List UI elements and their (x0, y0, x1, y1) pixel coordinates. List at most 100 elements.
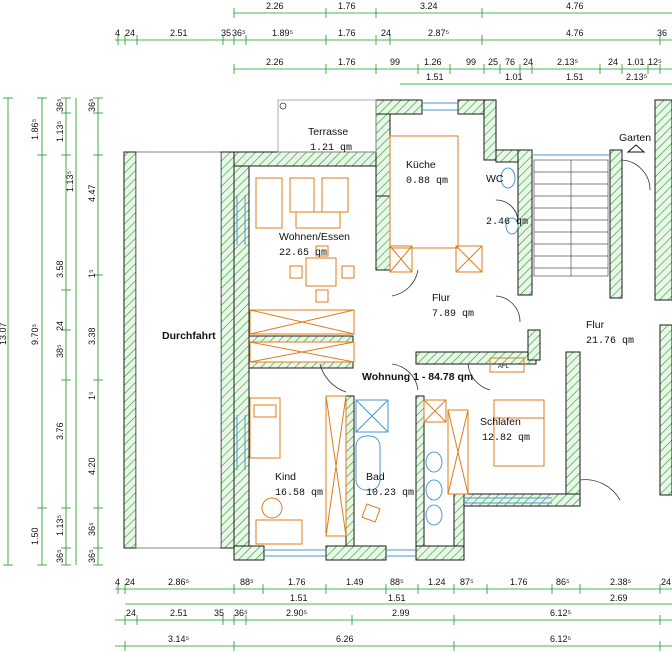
chair-right (341, 265, 355, 279)
dim-top-r2-10: 4.76 (566, 28, 584, 38)
wall-stair-right (609, 149, 623, 299)
room-name-kind: Kind (275, 471, 296, 483)
dim-bot-r1-6: 1.49 (346, 577, 364, 587)
room-area-terrasse: 1.21 qm (310, 143, 352, 154)
dim-left-c3-7: 1.13⁵ (55, 514, 65, 536)
dim-bot-r4-3: 6.12⁵ (550, 634, 572, 644)
dim-left-c4-4: 3.38 (87, 327, 97, 345)
cabinets (249, 245, 525, 537)
wall-bad-right-corner (453, 493, 465, 555)
dimension-labels-top: 2.26 1.76 3.24 4.76 4 24 2.51 35 36⁵ 1.8… (115, 1, 667, 82)
dim-bot-r1-13: 24 (661, 577, 671, 587)
wall-bottom-right (415, 545, 465, 561)
furniture (249, 135, 545, 545)
room-name-bad: Bad (366, 471, 385, 483)
cabinet-label: AFL (498, 364, 510, 370)
dim-left-c2-1: 1.86⁵ (30, 118, 40, 140)
desk-kind (255, 519, 303, 545)
dim-bot-r1-11: 86⁵ (556, 577, 570, 587)
dim-bot-r1-12: 2.38⁵ (610, 577, 632, 587)
shower (355, 399, 389, 433)
dim-top-r4-2: 1.01 (505, 72, 523, 82)
room-area-schlafen: 12.82 qm (482, 433, 530, 444)
wall-bottom-left (233, 545, 265, 561)
room-labels: Terrasse 1.21 qm Küche 0.88 qm WC 2.46 q… (162, 126, 651, 499)
dim-bot-r2-1: 1.51 (290, 593, 308, 603)
dim-bot-r3-6: 2.99 (392, 608, 410, 618)
dim-bot-r3-4: 36⁵ (234, 608, 248, 618)
dim-left-c5-2: 36⁵ (87, 549, 97, 563)
walls (123, 99, 672, 561)
doors (319, 159, 651, 501)
room-area-kind: 16.58 qm (275, 488, 323, 499)
room-area-bad: 10.23 qm (366, 488, 414, 499)
staircase (533, 159, 609, 277)
dim-top-r3-9: 2.13⁵ (557, 57, 579, 67)
dim-bot-r4-2: 6.26 (336, 634, 354, 644)
room-name-schlafen: Schlafen (480, 416, 521, 428)
dim-bot-r1-2: 24 (125, 577, 135, 587)
dim-bot-r3-7: 6.12⁵ (550, 608, 572, 618)
dim-top-r2-8: 24 (381, 28, 391, 38)
terrace-drain-icon (279, 102, 287, 110)
dim-top-r2-4: 35 (221, 28, 231, 38)
dim-top-r3-12: 12⁵ (648, 57, 662, 67)
wall-stair-left (517, 149, 533, 296)
chair-kind (261, 497, 283, 519)
dim-top-r3-6: 25 (488, 57, 498, 67)
wall-kitchen-bottom-left (375, 195, 391, 271)
dim-top-r2-3: 2.51 (170, 28, 188, 38)
dim-top-r3-3: 99 (390, 57, 400, 67)
dim-top-r2-2: 24 (125, 28, 135, 38)
bathtub (355, 435, 381, 491)
dim-left-c4-3: 1⁵ (87, 269, 97, 278)
dim-top-r3-8: 24 (523, 57, 533, 67)
durchfahrt-floor (135, 151, 222, 549)
wall-schlafen-bottom (453, 493, 581, 507)
room-name-garten: Garten (619, 132, 651, 144)
dim-top-r3-2: 1.76 (338, 57, 356, 67)
pillow-kind (253, 404, 277, 418)
chair-top (315, 245, 329, 257)
dim-bot-r1-5: 1.76 (288, 577, 306, 587)
dimension-lines (3, 8, 672, 651)
dim-left-c3-3: 3.58 (55, 260, 65, 278)
dim-top-r3-11: 1.01 (627, 57, 645, 67)
bath-stool (361, 503, 381, 523)
sink-wc (505, 217, 519, 235)
dim-bot-r2-2: 1.51 (388, 593, 406, 603)
dim-top-r2-6: 1.89⁵ (272, 28, 294, 38)
dim-left-c3-1: 36⁵ (55, 98, 65, 112)
dim-top-r2-1: 4 (115, 28, 120, 38)
wall-durchfahrt-right (220, 151, 235, 549)
dim-bot-r1-9: 87⁵ (460, 577, 474, 587)
dim-left-c3-4: 24 (55, 321, 65, 331)
room-area-flur2: 21.76 qm (586, 336, 634, 347)
dim-top-r3-5: 99 (466, 57, 476, 67)
wall-wohnen-bottom (248, 335, 354, 343)
dim-top-r4-4: 2.13⁵ (626, 72, 648, 82)
room-name-flur1: Flur (432, 292, 451, 304)
wall-durchfahrt-left (123, 151, 137, 549)
toilet-wc (500, 167, 516, 189)
dim-top-r3-4: 1.26 (424, 57, 442, 67)
dim-left-c3-6: 3.76 (55, 422, 65, 440)
wall-right-lower (659, 324, 672, 496)
dim-top-3: 3.24 (420, 1, 438, 11)
dim-bot-r3-5: 2.90⁵ (286, 608, 308, 618)
wall-bad-right (415, 395, 425, 547)
dimension-labels-bottom: 4 24 2.86⁵ 88⁵ 1.76 1.49 88⁵ 1.24 87⁵ 1.… (115, 577, 671, 644)
dim-bot-r1-3: 2.86⁵ (168, 577, 190, 587)
dim-top-r4-3: 1.51 (566, 72, 584, 82)
dim-bot-r2-3: 2.69 (610, 593, 628, 603)
armchair-1 (289, 177, 315, 213)
dim-top-r4-1: 1.51 (426, 72, 444, 82)
room-name-kueche: Küche (406, 159, 436, 171)
wall-bottom-mid (325, 545, 387, 561)
dim-left-c4-2: 4.47 (87, 184, 97, 202)
dim-left-c4-7: 36⁵ (87, 522, 97, 536)
coffee-table (295, 211, 341, 229)
bed-schlafen (493, 399, 545, 467)
dim-bot-r1-8: 1.24 (428, 577, 446, 587)
